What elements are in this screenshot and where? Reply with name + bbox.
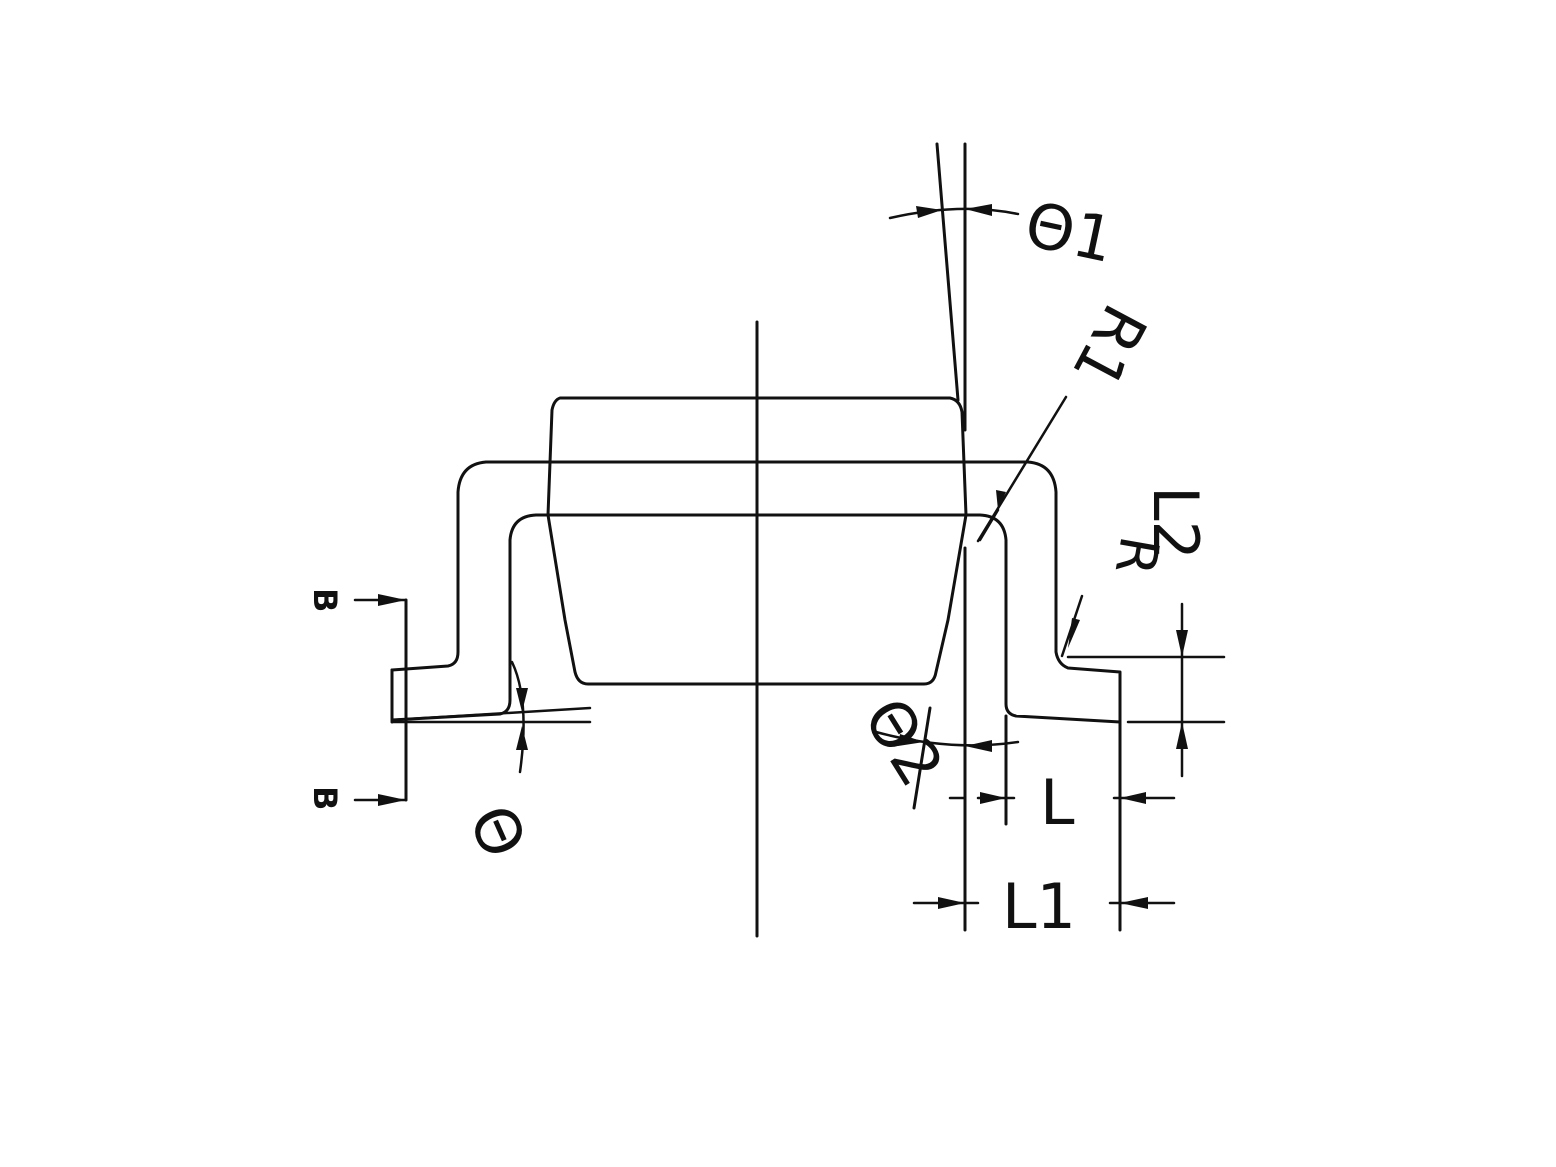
l2-arrow-top: [1176, 630, 1188, 657]
theta2-extension-left: [912, 706, 932, 810]
l2-arrow-bottom: [1176, 722, 1188, 749]
label-section-top: B: [306, 588, 344, 612]
section-arrow-top-head: [378, 594, 406, 606]
r-arrow: [1068, 618, 1080, 648]
section-arrow-bottom-head: [378, 794, 406, 806]
theta1-arrow-right: [965, 204, 992, 216]
label-theta1: Θ1: [1019, 187, 1120, 277]
theta-arrow-up: [516, 688, 528, 712]
label-r1: R1: [1058, 293, 1161, 400]
label-theta2: Θ2: [849, 685, 958, 799]
l1-arrow-right: [1120, 897, 1148, 909]
punch-outline: [546, 396, 968, 686]
label-l: L: [1040, 766, 1075, 839]
theta1-arc: [888, 207, 1020, 220]
label-theta: Θ: [454, 794, 541, 868]
theta2-arrow-right: [965, 740, 992, 752]
theta-arrow-down: [516, 726, 528, 750]
theta-arc: [510, 660, 525, 774]
theta2-arc: [874, 730, 1020, 747]
label-l2: L2: [1139, 486, 1212, 560]
r1-leader-tail: [978, 508, 1000, 542]
theta1-arrow-left: [916, 206, 942, 218]
theta1-extension-left: [935, 142, 960, 402]
theta-reference-line-2: [390, 706, 592, 722]
r1-arrow: [996, 490, 1006, 510]
part-outer-contour: [390, 460, 1122, 932]
part-inner-contour: [390, 513, 1122, 724]
l1-arrow-left: [938, 897, 965, 909]
label-l1: L1: [1002, 870, 1076, 943]
l-arrow-far: [1120, 792, 1146, 804]
l-arrow-right: [980, 792, 1006, 804]
theta2-arrow-left: [898, 734, 924, 746]
label-section-bottom: B: [306, 786, 344, 810]
